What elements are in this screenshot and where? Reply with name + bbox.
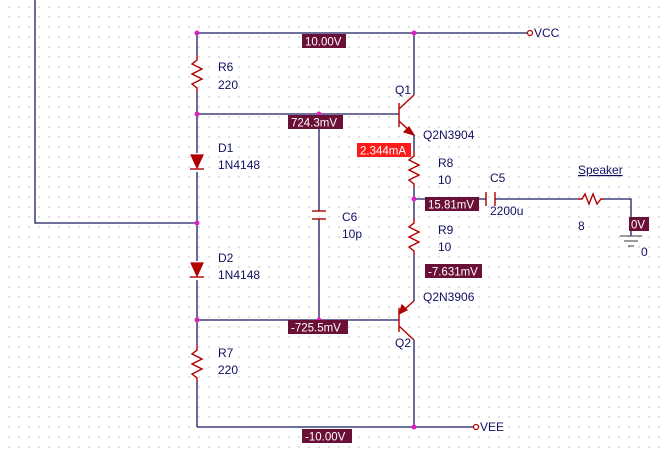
probe-vee[interactable]: -10.00V xyxy=(302,429,352,444)
voltage-probe-box xyxy=(288,320,348,334)
vee-port-label: VEE xyxy=(480,420,504,434)
probe-q2-emitter[interactable]: -7.631mV xyxy=(425,264,482,279)
r7-value-label: 220 xyxy=(218,363,238,377)
voltage-probe-box xyxy=(629,217,649,231)
current-probe-box xyxy=(357,143,411,157)
probe-q2-base[interactable]: -725.5mV xyxy=(288,320,348,335)
d2-ref-label: D2 xyxy=(218,251,234,265)
junction-dot xyxy=(411,196,417,202)
voltage-probe-box xyxy=(302,34,346,48)
vcc-port[interactable]: VCC xyxy=(526,26,560,40)
r8-ref-label: R8 xyxy=(438,156,454,170)
voltage-probe-box xyxy=(302,429,352,443)
voltage-probe-value: 15.81mV xyxy=(428,200,474,212)
npn-emitter-arrow-icon xyxy=(402,126,416,137)
r9-ref-label: R9 xyxy=(438,223,454,237)
resistor-r8[interactable]: R8 10 xyxy=(407,151,454,188)
r9-value-label: 10 xyxy=(438,240,452,254)
q1-ref-label: Q1 xyxy=(395,83,411,97)
resistor-zigzag-icon xyxy=(190,55,204,93)
voltage-probe-value: 724.3mV xyxy=(291,118,337,130)
resistor-r9[interactable]: R9 10 xyxy=(407,218,454,255)
diode-triangle-icon xyxy=(190,154,204,170)
probe-q1-base[interactable]: 724.3mV xyxy=(288,115,343,130)
voltage-probe-value: -10.00V xyxy=(305,432,346,444)
capacitor-c6[interactable]: C6 10p xyxy=(312,210,362,241)
r8-value-label: 10 xyxy=(438,173,452,187)
voltage-probe-box xyxy=(425,197,479,211)
q2-model-label: Q2N3906 xyxy=(423,290,475,304)
r7-ref-label: R7 xyxy=(218,346,234,360)
c5-ref-label: C5 xyxy=(490,171,506,185)
probe-q1-emitter-current[interactable]: 2.344mA xyxy=(357,143,411,158)
wire-input-left[interactable] xyxy=(34,0,197,224)
c6-ref-label: C6 xyxy=(342,210,358,224)
speaker-value-label: 8 xyxy=(578,219,585,233)
diode-d2[interactable]: D2 1N4148 xyxy=(190,251,260,282)
speaker-ref-label: Speaker xyxy=(578,163,623,177)
ground-icon xyxy=(620,235,642,247)
r6-ref-label: R6 xyxy=(218,60,234,74)
npn-collector-lead-icon xyxy=(398,94,415,110)
diode-d1[interactable]: D1 1N4148 xyxy=(190,141,260,172)
junction-dot xyxy=(194,30,200,36)
q1-model-label: Q2N3904 xyxy=(423,128,475,142)
d2-value-label: 1N4148 xyxy=(218,268,260,282)
resistor-zigzag-icon xyxy=(407,218,421,255)
current-probe-value: 2.344mA xyxy=(360,146,406,158)
resistor-zigzag-icon xyxy=(407,151,421,188)
junction-dot xyxy=(194,111,200,117)
vcc-port-label: VCC xyxy=(534,26,560,40)
c6-value-label: 10p xyxy=(342,227,362,241)
probe-vcc[interactable]: 10.00V xyxy=(302,34,346,49)
voltage-probe-box xyxy=(288,115,343,129)
voltage-probe-value: 0V xyxy=(631,220,645,232)
pnp-emitter-arrow-icon xyxy=(397,303,409,316)
capacitor-c5[interactable]: C5 2200u xyxy=(485,171,523,218)
wires xyxy=(34,0,632,428)
pnp-collector-lead-icon xyxy=(398,325,415,341)
voltage-probe-value: -725.5mV xyxy=(291,323,341,335)
d1-value-label: 1N4148 xyxy=(218,158,260,172)
vee-port[interactable]: VEE xyxy=(472,420,505,434)
diode-triangle-icon xyxy=(190,262,204,278)
port-terminal-icon xyxy=(472,423,480,431)
probe-output[interactable]: 15.81mV xyxy=(425,197,479,212)
voltage-probe-value: -7.631mV xyxy=(428,267,478,279)
probe-speaker-ground[interactable]: 0V xyxy=(629,217,649,232)
resistor-zigzag-icon xyxy=(578,192,604,206)
resistor-r7[interactable]: R7 220 xyxy=(190,345,238,382)
transistor-q2[interactable]: Q2N3906 Q2 xyxy=(395,290,475,350)
junction-dot xyxy=(411,424,417,430)
speaker-load[interactable]: Speaker 8 xyxy=(578,163,623,233)
ground-net-label: 0 xyxy=(641,245,648,259)
resistor-r6[interactable]: R6 220 xyxy=(190,55,238,93)
c5-value-label: 2200u xyxy=(490,204,523,218)
wire-speaker-to-ground[interactable] xyxy=(604,198,632,236)
ground-symbol[interactable]: 0 xyxy=(620,235,648,259)
resistor-zigzag-icon xyxy=(190,345,204,382)
voltage-probe-box xyxy=(425,264,482,278)
d1-ref-label: D1 xyxy=(218,141,234,155)
junction-dot xyxy=(411,30,417,36)
q2-ref-label: Q2 xyxy=(395,336,411,350)
voltage-probe-value: 10.00V xyxy=(305,37,342,49)
port-terminal-icon xyxy=(526,29,534,37)
transistor-q1[interactable]: Q1 Q2N3904 xyxy=(395,83,475,142)
junction-dot xyxy=(194,220,200,226)
r6-value-label: 220 xyxy=(218,78,238,92)
junction-dot xyxy=(194,317,200,323)
